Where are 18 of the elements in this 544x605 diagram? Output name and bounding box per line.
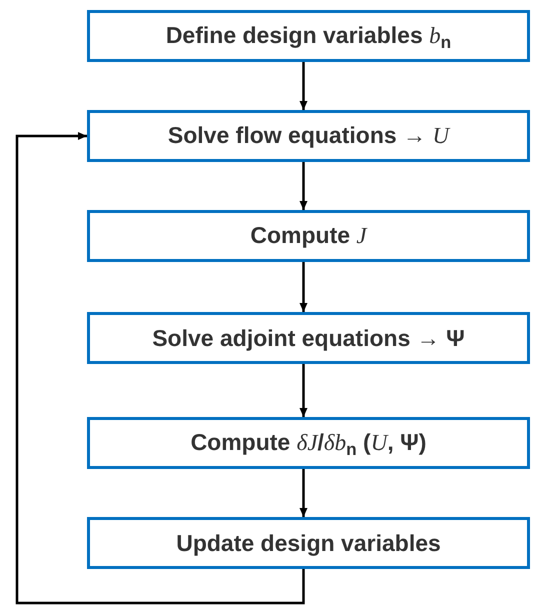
process-box bbox=[87, 312, 530, 364]
arrow bbox=[300, 162, 308, 210]
arrow bbox=[300, 262, 308, 312]
process-box bbox=[87, 517, 530, 569]
process-box bbox=[87, 10, 530, 62]
step-label: Compute δJ/δb$_{n}$ (U, Ψ) bbox=[190, 428, 426, 461]
arrow bbox=[300, 62, 308, 110]
step-label: Compute J bbox=[250, 221, 367, 250]
process-box bbox=[87, 110, 530, 162]
step-label: Update design variables bbox=[176, 528, 441, 558]
step-label: Define design variables b$_{n}$ bbox=[166, 21, 452, 54]
step-label: Solve adjoint equations → Ψ bbox=[152, 324, 465, 353]
step-label: Solve flow equations → U bbox=[168, 121, 450, 150]
process-box bbox=[87, 210, 530, 262]
process-box bbox=[87, 417, 530, 469]
arrow bbox=[16, 132, 305, 604]
arrow bbox=[300, 364, 308, 417]
arrow bbox=[300, 469, 308, 517]
